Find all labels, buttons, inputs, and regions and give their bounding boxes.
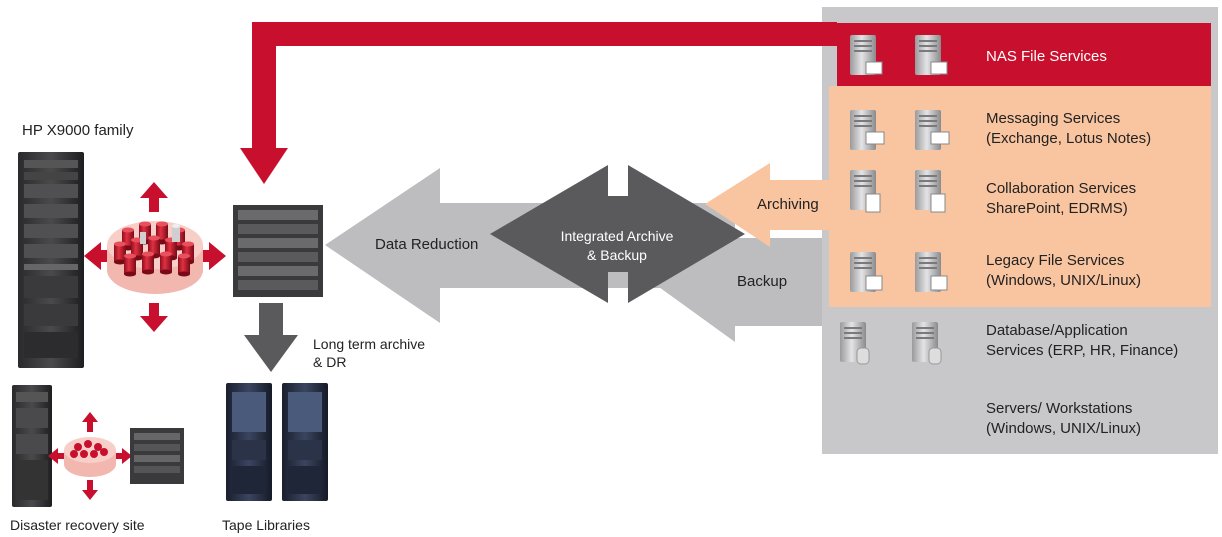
servers-workstations-line1: Servers/ Workstations — [986, 400, 1132, 417]
long-term-archive-label-line2: & DR — [313, 354, 346, 370]
nas-file-services-label: NAS File Services — [986, 48, 1107, 65]
hp-x9000-family-label: HP X9000 family — [22, 122, 134, 139]
database-services-line1: Database/Application — [986, 322, 1128, 339]
collaboration-server-icons — [850, 170, 946, 213]
database-services-line2: Services (ERP, HR, Finance) — [986, 342, 1178, 359]
legacy-server-icons — [850, 252, 948, 292]
integrated-archive-label-line1: Integrated Archive — [561, 228, 674, 244]
legacy-file-services-line1: Legacy File Services — [986, 252, 1124, 269]
nas-services-band — [837, 23, 1211, 86]
nas-connector-arrow — [252, 22, 837, 148]
archive-backup-zone — [829, 86, 1211, 307]
database-server-icons — [840, 322, 942, 365]
messaging-services-line2: (Exchange, Lotus Notes) — [986, 130, 1151, 147]
archiving-arrow — [705, 163, 836, 247]
messaging-server-icons — [850, 110, 950, 150]
archiving-label: Archiving — [757, 196, 819, 213]
storage-cluster — [84, 182, 226, 332]
legacy-file-services-line2: (Windows, UNIX/Linux) — [986, 272, 1141, 289]
long-term-archive-shaft — [259, 303, 283, 335]
disaster-recovery-label: Disaster recovery site — [10, 517, 145, 533]
storage-server — [233, 205, 323, 297]
nas-server-icons — [850, 35, 948, 75]
hp-x9000-rack — [18, 152, 84, 368]
collaboration-services-line2: SharePoint, EDRMS) — [986, 200, 1128, 217]
integrated-archive-label-line2: & Backup — [587, 247, 647, 263]
messaging-services-line1: Messaging Services — [986, 110, 1120, 127]
servers-workstations-line2: (Windows, UNIX/Linux) — [986, 420, 1141, 437]
disaster-recovery-site — [12, 385, 184, 507]
tape-libraries-label: Tape Libraries — [222, 517, 310, 533]
long-term-archive-label-line1: Long term archive — [313, 336, 425, 352]
long-term-archive-arrow-head — [244, 335, 298, 372]
nas-arrow-head — [240, 148, 288, 184]
data-reduction-label: Data Reduction — [375, 236, 478, 253]
collaboration-services-line1: Collaboration Services — [986, 180, 1136, 197]
tape-libraries — [226, 383, 328, 501]
integrated-archive-arrow — [490, 165, 745, 303]
backup-label: Backup — [737, 273, 787, 290]
